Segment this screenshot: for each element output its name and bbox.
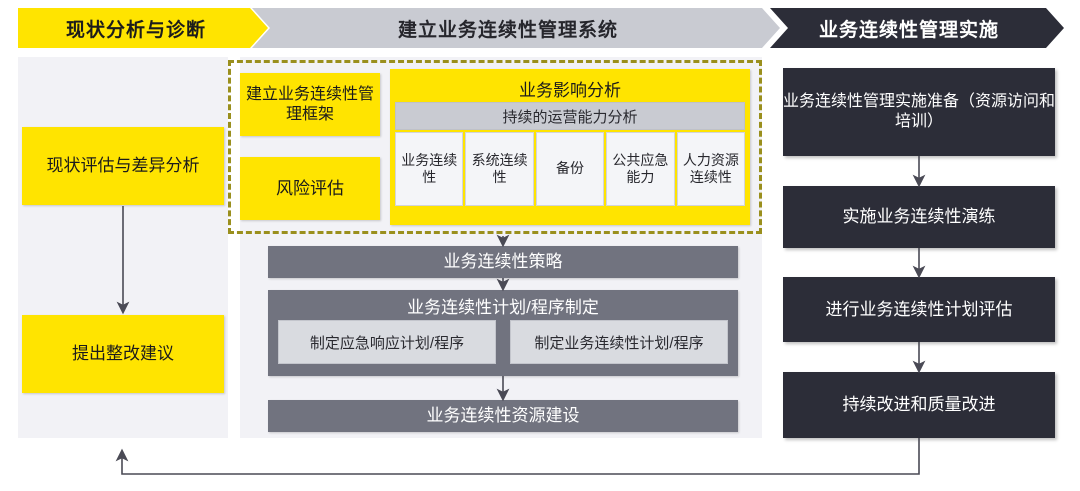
bia-cell-label: 业务连续性 [401, 151, 458, 185]
bia-cell-label: 人力资源连续性 [682, 151, 739, 185]
bia-cell-public-emergency[interactable]: 公共应急能力 [606, 132, 675, 206]
bia-cell-hr-continuity[interactable]: 人力资源连续性 [676, 132, 746, 206]
bia-cell-business-continuity[interactable]: 业务连续性 [395, 132, 464, 206]
bia-cell-backup[interactable]: 备份 [535, 132, 605, 206]
box-establish-framework-label: 建立业务连续性管理框架 [245, 85, 374, 123]
box-emergency-response-plan-label: 制定应急响应计划/程序 [309, 334, 465, 352]
box-establish-framework[interactable]: 建立业务连续性管理框架 [240, 73, 380, 136]
box-bc-resource-construction[interactable]: 业务连续性资源建设 [268, 400, 738, 432]
box-implementation-preparation-label: 业务连续性管理实施准备（资源访问和培训） [783, 93, 1056, 130]
phase-banner: 现状分析与诊断 建立业务连续性管理系统 业务连续性管理实施 [0, 8, 1080, 48]
bia-subtitle: 持续的运营能力分析 [395, 102, 745, 130]
bia-title: 业务影响分析 [519, 80, 621, 100]
box-continuous-improvement-label: 持续改进和质量改进 [842, 395, 996, 415]
box-current-assessment-label: 现状评估与差异分析 [46, 156, 200, 176]
box-conduct-drill[interactable]: 实施业务连续性演练 [783, 186, 1055, 248]
phase-label-2: 建立业务连续性管理系统 [397, 19, 618, 41]
box-conduct-drill-label: 实施业务连续性演练 [842, 207, 996, 227]
box-risk-assessment[interactable]: 风险评估 [240, 157, 380, 220]
dashed-group-border [228, 60, 762, 234]
box-implementation-preparation[interactable]: 业务连续性管理实施准备（资源访问和培训） [783, 68, 1055, 156]
box-plan-evaluation[interactable]: 进行业务连续性计划评估 [783, 277, 1055, 342]
bia-cell-label: 系统连续性 [471, 151, 528, 185]
box-bc-plan-title: 业务连续性计划/程序制定 [407, 297, 599, 317]
bia-cell-label: 公共应急能力 [612, 151, 669, 185]
bia-cell-system-continuity[interactable]: 系统连续性 [465, 132, 534, 206]
box-bc-resource-construction-label: 业务连续性资源建设 [426, 406, 580, 426]
box-rectification-advice-label: 提出整改建议 [72, 344, 174, 364]
box-bcp-procedure[interactable]: 制定业务连续性计划/程序 [510, 320, 728, 364]
phase-label-3: 业务连续性管理实施 [818, 19, 999, 41]
phase-chevron-implementation[interactable]: 业务连续性管理实施 [770, 8, 1064, 48]
bia-cell-label: 备份 [556, 160, 585, 177]
box-continuous-improvement[interactable]: 持续改进和质量改进 [783, 372, 1055, 438]
box-business-impact-analysis[interactable]: 业务影响分析 持续的运营能力分析 业务连续性 系统连续性 备份 公共应急能力 人… [390, 69, 750, 225]
box-emergency-response-plan[interactable]: 制定应急响应计划/程序 [278, 320, 496, 364]
phase-chevron-current-analysis[interactable]: 现状分析与诊断 [18, 8, 268, 48]
bia-cell-row: 业务连续性 系统连续性 备份 公共应急能力 人力资源连续性 [395, 132, 746, 206]
box-bc-plan-subrow: 制定应急响应计划/程序 制定业务连续性计划/程序 [268, 320, 738, 364]
arrow-feedback-loop [115, 438, 920, 475]
box-rectification-advice[interactable]: 提出整改建议 [22, 315, 224, 393]
box-risk-assessment-label: 风险评估 [276, 178, 344, 198]
box-bc-strategy-label: 业务连续性策略 [443, 252, 563, 272]
phase-chevron-build-system[interactable]: 建立业务连续性管理系统 [252, 8, 780, 48]
phase-label-1: 现状分析与诊断 [65, 19, 206, 41]
box-bc-strategy[interactable]: 业务连续性策略 [268, 246, 738, 278]
box-current-assessment[interactable]: 现状评估与差异分析 [22, 127, 224, 205]
box-plan-evaluation-label: 进行业务连续性计划评估 [825, 299, 1013, 319]
box-bcp-procedure-label: 制定业务连续性计划/程序 [534, 334, 704, 352]
box-bc-plan-development[interactable]: 业务连续性计划/程序制定 制定应急响应计划/程序 制定业务连续性计划/程序 [268, 290, 738, 376]
